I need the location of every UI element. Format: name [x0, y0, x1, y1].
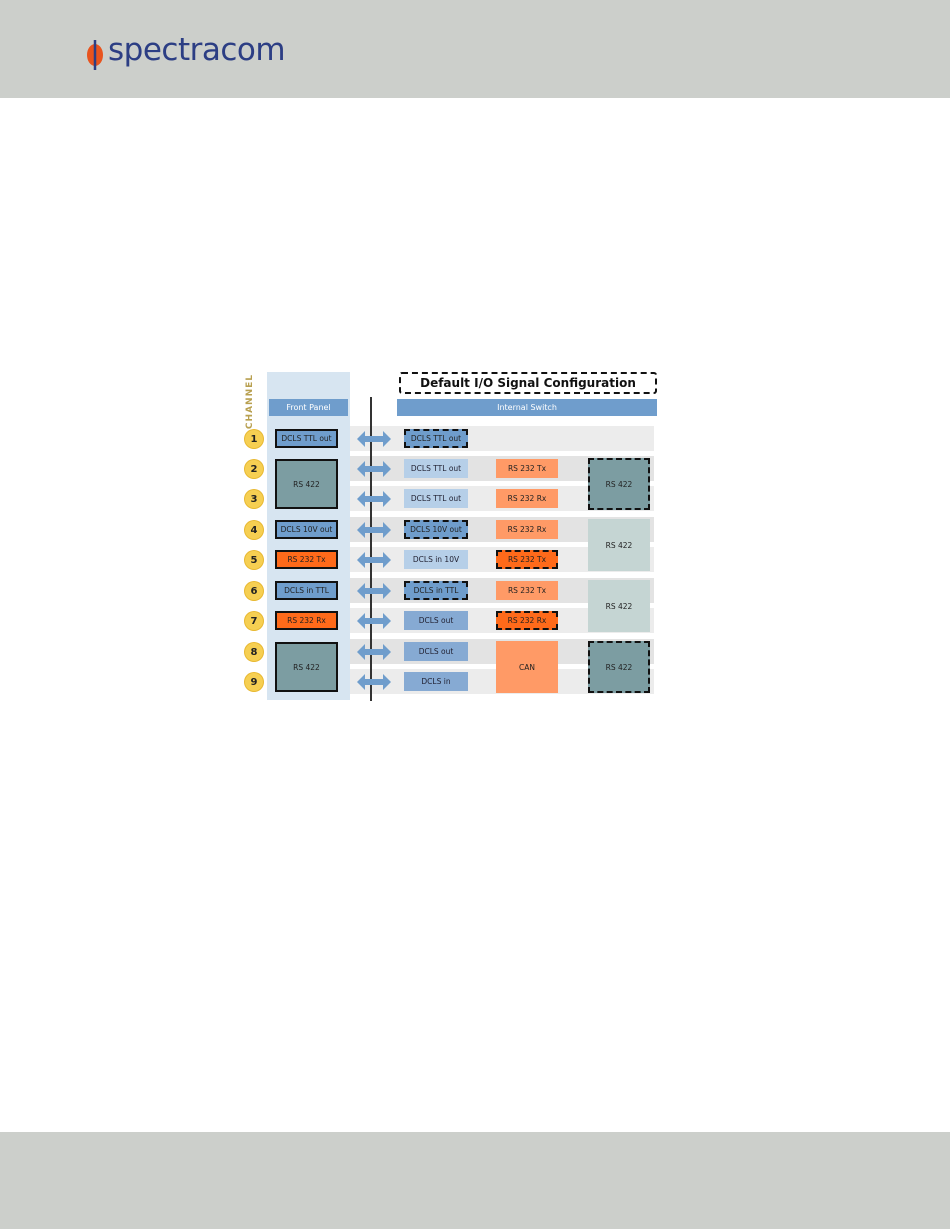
- bidirectional-arrow-icon: [357, 583, 391, 599]
- channel-badge: 8: [245, 643, 263, 661]
- front-panel-signal: RS 422: [275, 642, 338, 692]
- switch-signal: DCLS 10V out: [404, 520, 468, 539]
- page-header: spectracom: [0, 0, 950, 98]
- page-footer: [0, 1132, 950, 1229]
- switch-signal: RS 232 Rx: [496, 611, 558, 630]
- switch-signal: DCLS out: [404, 611, 468, 630]
- switch-signal: RS 422: [588, 641, 650, 693]
- bidirectional-arrow-icon: [357, 644, 391, 660]
- channel-badge: 2: [245, 460, 263, 478]
- bidirectional-arrow-icon: [357, 431, 391, 447]
- switch-signal: DCLS TTL out: [404, 489, 468, 508]
- switch-signal: RS 232 Tx: [496, 459, 558, 478]
- bidirectional-arrow-icon: [357, 461, 391, 477]
- switch-signal: RS 232 Rx: [496, 489, 558, 508]
- channel-badge: 4: [245, 521, 263, 539]
- switch-signal: DCLS in 10V: [404, 550, 468, 569]
- switch-signal: DCLS TTL out: [404, 429, 468, 448]
- channel-axis-label: CHANNEL: [245, 374, 255, 430]
- switch-signal: CAN: [496, 641, 558, 693]
- logo-mark-icon: [87, 40, 103, 70]
- front-panel-signal: RS 422: [275, 459, 338, 509]
- front-panel-signal: DCLS in TTL: [275, 581, 338, 600]
- channel-badge: 7: [245, 612, 263, 630]
- channel-badge: 6: [245, 582, 263, 600]
- front-panel-header: Front Panel: [269, 399, 348, 416]
- switch-signal: RS 422: [588, 458, 650, 510]
- bidirectional-arrow-icon: [357, 674, 391, 690]
- front-panel-signal: DCLS 10V out: [275, 520, 338, 539]
- bidirectional-arrow-icon: [357, 613, 391, 629]
- bidirectional-arrow-icon: [357, 522, 391, 538]
- front-panel-signal: RS 232 Tx: [275, 550, 338, 569]
- io-signal-diagram: CHANNEL Front Panel Default I/O Signal C…: [240, 360, 660, 705]
- switch-signal: RS 422: [588, 580, 650, 632]
- logo-text: spectracom: [108, 32, 286, 68]
- row-background: [350, 426, 654, 451]
- switch-signal: RS 232 Tx: [496, 581, 558, 600]
- channel-badge: 3: [245, 490, 263, 508]
- switch-signal: RS 422: [588, 519, 650, 571]
- channel-badge: 1: [245, 430, 263, 448]
- internal-switch-header: Internal Switch: [397, 399, 657, 416]
- switch-signal: RS 232 Rx: [496, 520, 558, 539]
- front-panel-signal: RS 232 Rx: [275, 611, 338, 630]
- switch-signal: DCLS in TTL: [404, 581, 468, 600]
- switch-signal: RS 232 Tx: [496, 550, 558, 569]
- front-panel-signal: DCLS TTL out: [275, 429, 338, 448]
- channel-badge: 5: [245, 551, 263, 569]
- switch-signal: DCLS TTL out: [404, 459, 468, 478]
- diagram-title: Default I/O Signal Configuration: [399, 372, 657, 394]
- divider-line: [370, 397, 372, 701]
- switch-signal: DCLS out: [404, 642, 468, 661]
- switch-signal: DCLS in: [404, 672, 468, 691]
- bidirectional-arrow-icon: [357, 491, 391, 507]
- channel-badge: 9: [245, 673, 263, 691]
- bidirectional-arrow-icon: [357, 552, 391, 568]
